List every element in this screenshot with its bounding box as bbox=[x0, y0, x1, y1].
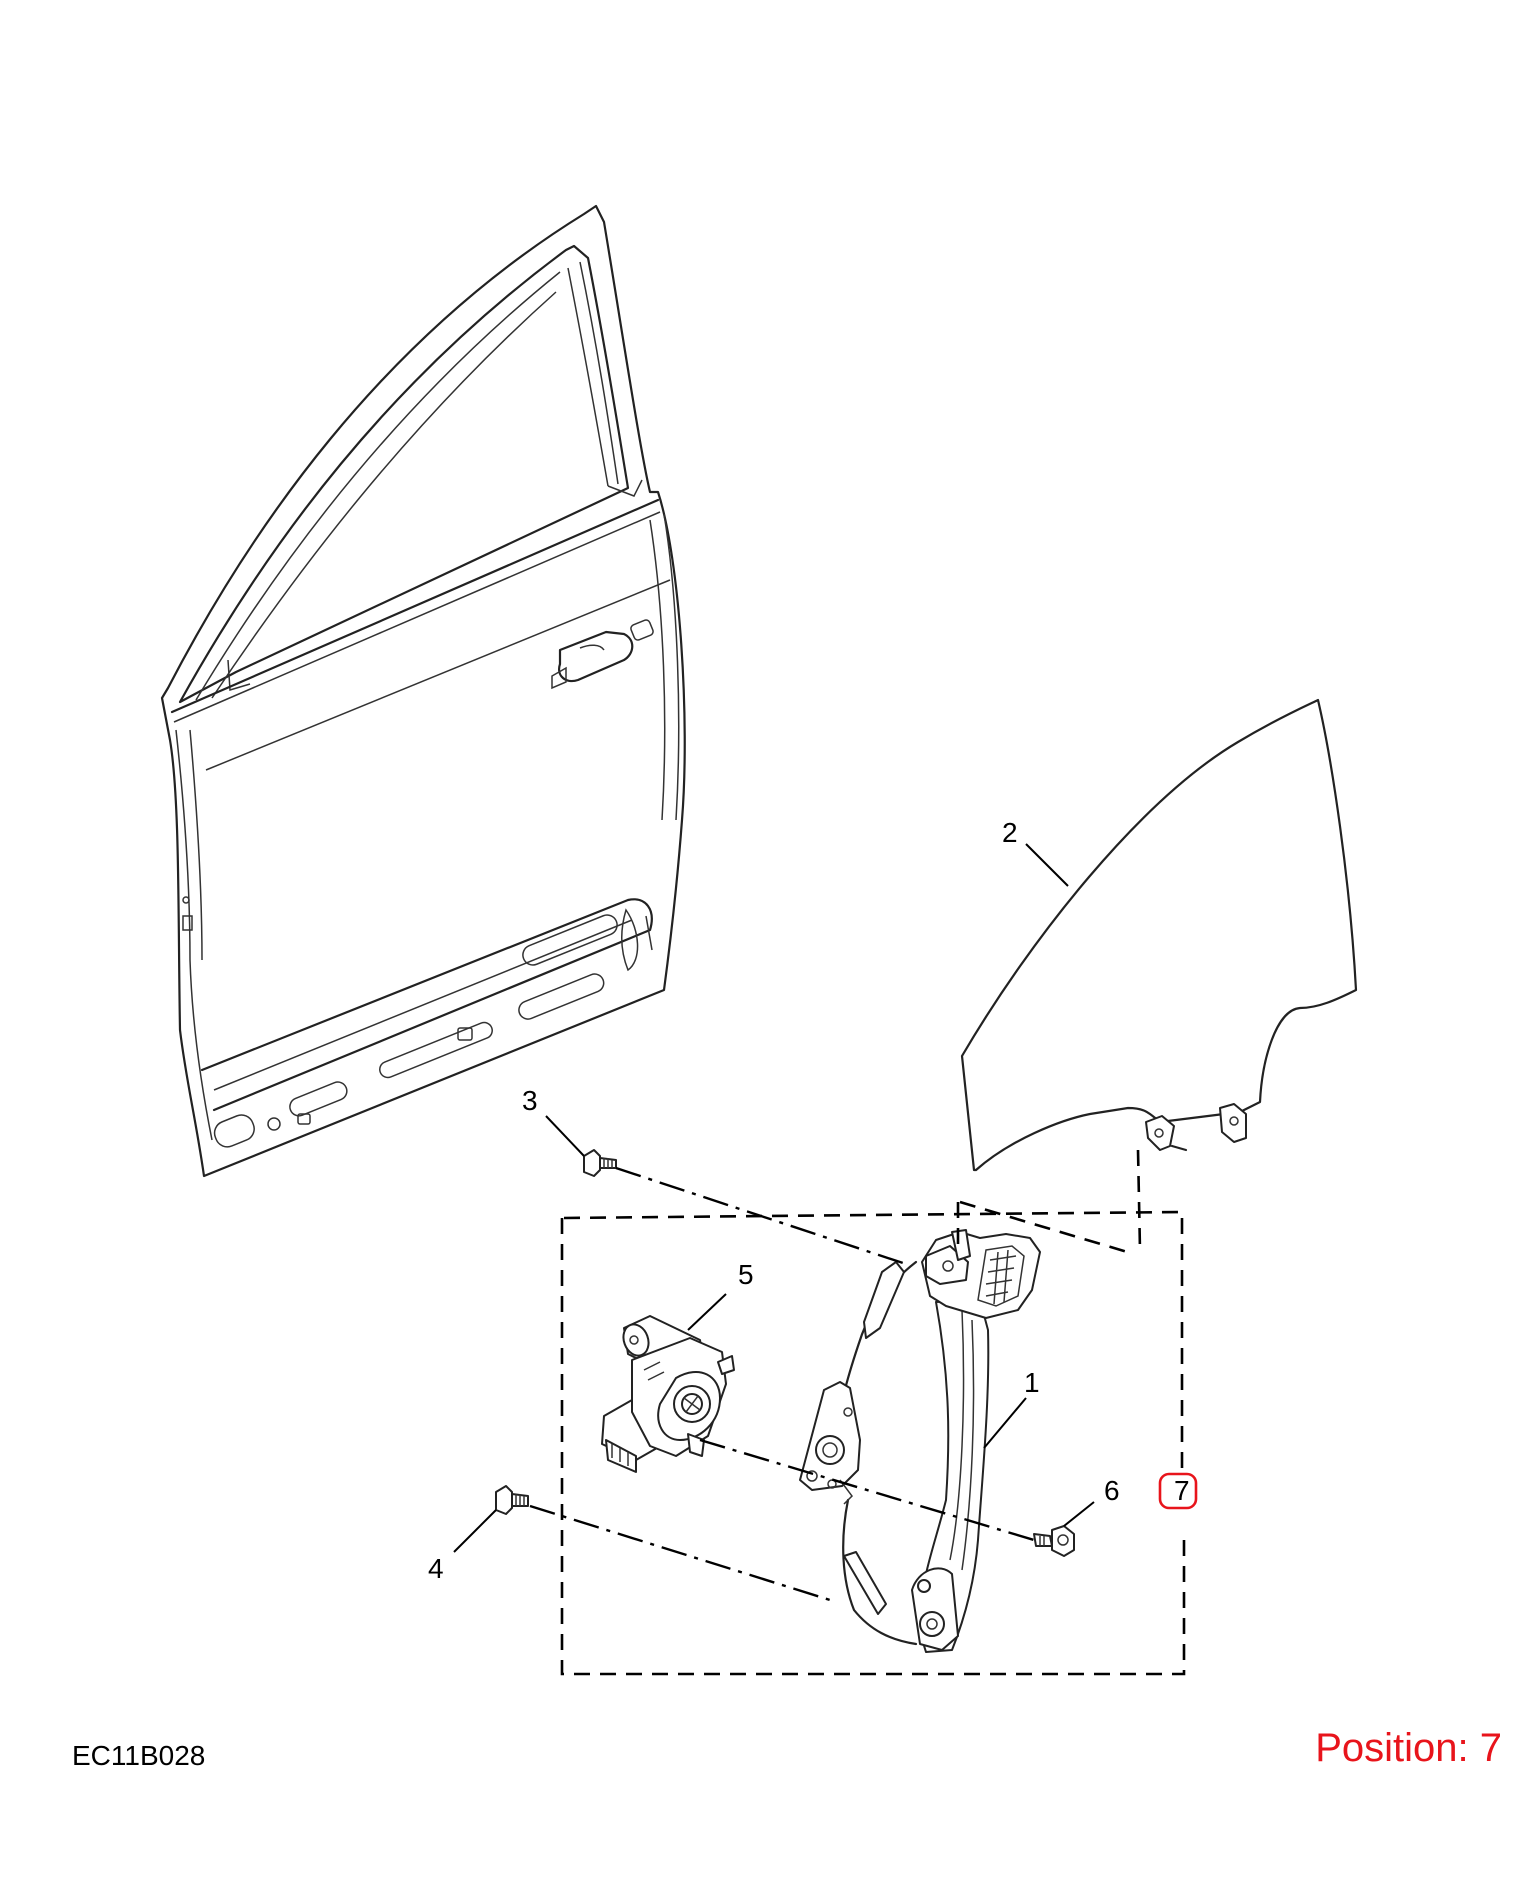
position-highlight bbox=[1158, 1472, 1198, 1510]
callout-5: 5 bbox=[738, 1259, 754, 1290]
callout-3: 3 bbox=[522, 1085, 538, 1116]
door-shell bbox=[160, 204, 686, 1178]
callout-7: 7 bbox=[1174, 1475, 1190, 1506]
callouts: 2 3 5 1 6 4 7 bbox=[428, 817, 1198, 1584]
window-motor bbox=[601, 1315, 735, 1473]
callout-6: 6 bbox=[1104, 1475, 1120, 1506]
bolt-6 bbox=[1033, 1525, 1075, 1557]
position-indicator: Position: 7 bbox=[1315, 1726, 1502, 1770]
door-window-glass bbox=[960, 698, 1358, 1172]
bolt-3 bbox=[583, 1149, 617, 1177]
door-handle bbox=[551, 619, 654, 690]
callout-2: 2 bbox=[1002, 817, 1018, 848]
callout-4: 4 bbox=[428, 1553, 444, 1584]
callout-1: 1 bbox=[1024, 1367, 1040, 1398]
inner-panel-openings bbox=[213, 908, 653, 1148]
assembly-lines bbox=[529, 1149, 1186, 1676]
bolt-4 bbox=[495, 1485, 529, 1515]
window-regulator bbox=[799, 1229, 1041, 1653]
diagram-code: EC11B028 bbox=[72, 1740, 206, 1771]
